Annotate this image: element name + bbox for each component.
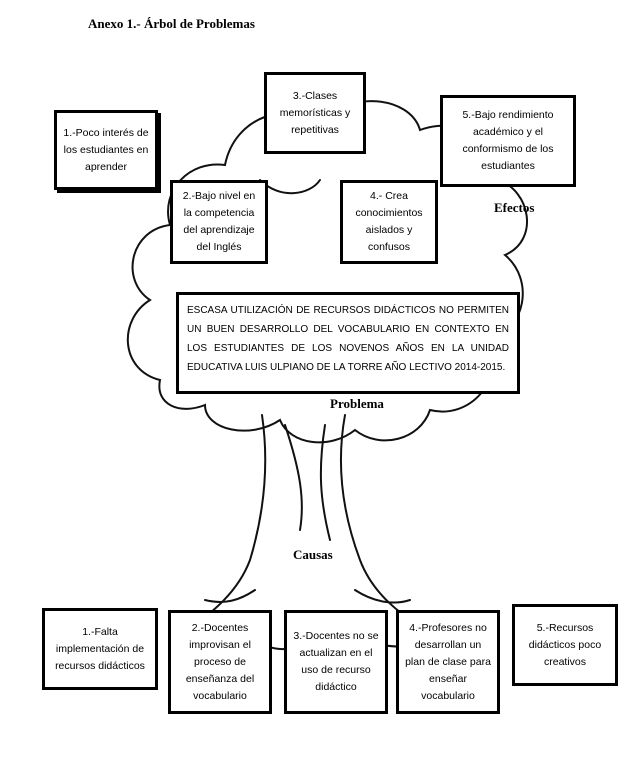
effect-box-2: 2.-Bajo nivel en la competencia del apre…: [170, 180, 268, 264]
effect-box-3: 3.-Clases memorísticas y repetitivas: [264, 72, 366, 154]
problem-statement-box: ESCASA UTILIZACIÓN DE RECURSOS DIDÁCTICO…: [176, 292, 520, 394]
effects-label: Efectos: [494, 200, 535, 215]
tree-trunk-right: [340, 414, 441, 641]
effect-text-3: 3.-Clases memorísticas y repetitivas: [279, 89, 351, 136]
effect-box-4: 4.- Crea conocimientos aislados y confus…: [340, 180, 438, 264]
causes-label: Causas: [293, 547, 333, 562]
effect-text-2: 2.-Bajo nivel en la competencia del apre…: [182, 190, 256, 253]
cause-box-5: 5.-Recursos didácticos poco creativos: [512, 604, 618, 686]
cause-text-4: 4.-Profesores no desarrollan un plan de …: [405, 621, 491, 702]
cause-box-2: 2.-Docentes improvisan el proceso de ens…: [168, 610, 272, 714]
tree-trunk-left: [174, 414, 267, 641]
effect-text-1: 1.-Poco interés de los estudiantes en ap…: [63, 126, 149, 173]
effect-box-1: 1.-Poco interés de los estudiantes en ap…: [54, 110, 158, 190]
cause-box-3: 3.-Docentes no se actualizan en el uso d…: [284, 610, 388, 714]
cause-text-1: 1.-Falta implementación de recursos didá…: [55, 625, 145, 672]
cause-box-1: 1.-Falta implementación de recursos didá…: [42, 608, 158, 690]
tree-canopy: [126, 100, 528, 444]
effect-text-5: 5.-Bajo rendimiento académico y el confo…: [462, 109, 554, 172]
cause-text-3: 3.-Docentes no se actualizan en el uso d…: [293, 630, 379, 693]
problem-statement-text: ESCASA UTILIZACIÓN DE RECURSOS DIDÁCTICO…: [187, 305, 509, 373]
cause-text-2: 2.-Docentes improvisan el proceso de ens…: [185, 621, 255, 702]
document-title: Anexo 1.- Árbol de Problemas: [88, 16, 255, 31]
cause-box-4: 4.-Profesores no desarrollan un plan de …: [396, 610, 500, 714]
cause-text-5: 5.-Recursos didácticos poco creativos: [528, 621, 602, 668]
effect-text-4: 4.- Crea conocimientos aislados y confus…: [355, 190, 423, 253]
effect-box-5: 5.-Bajo rendimiento académico y el confo…: [440, 95, 576, 187]
problem-label: Problema: [330, 396, 384, 411]
